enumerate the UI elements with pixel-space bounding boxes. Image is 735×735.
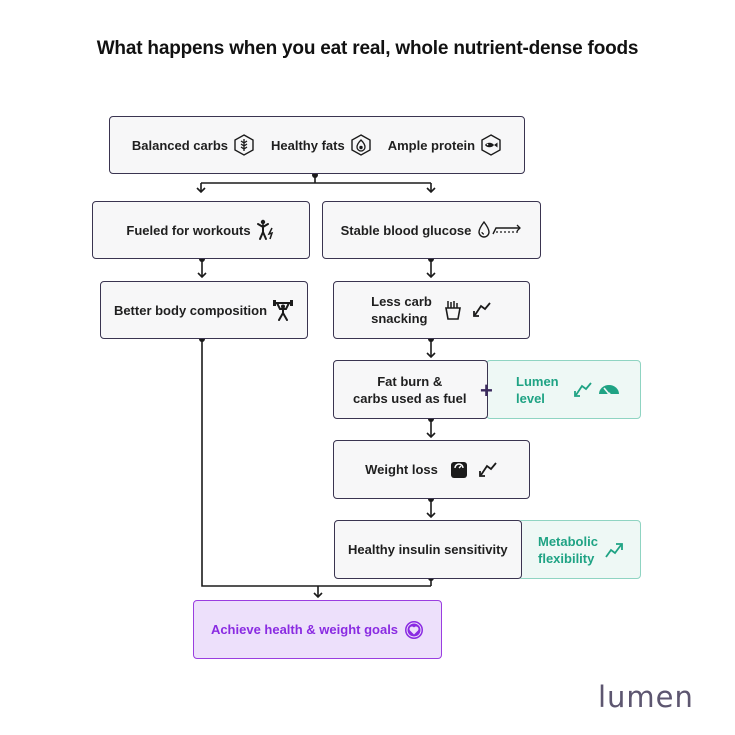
gauge-icon	[598, 383, 620, 397]
fueled-workouts-label: Fueled for workouts	[126, 222, 251, 238]
fish-icon	[480, 134, 502, 156]
fries-icon	[444, 300, 462, 320]
lumen-level-panel: Lumen level	[486, 360, 641, 419]
trend-up-icon	[604, 541, 624, 559]
page-title: What happens when you eat real, whole nu…	[96, 38, 639, 59]
trend-down-icon	[573, 381, 593, 399]
ample-protein-item: Ample protein	[388, 134, 502, 156]
lumen-level-line1: Lumen	[516, 373, 559, 389]
stable-glucose-box: Stable blood glucose	[322, 201, 541, 259]
weight-loss-box: Weight loss	[333, 440, 530, 499]
heart-badge-icon	[404, 620, 424, 640]
fueled-workouts-box: Fueled for workouts	[92, 201, 310, 259]
fat-burn-line1: Fat burn &	[377, 373, 443, 389]
balanced-carbs-label: Balanced carbs	[131, 137, 228, 153]
healthy-fats-item: Healthy fats	[271, 134, 372, 156]
fat-burn-line2: carbs used as fuel	[353, 390, 467, 406]
lumen-level-label: Lumen level	[516, 373, 559, 407]
lumen-level-line2: level	[516, 390, 545, 406]
scale-icon	[450, 461, 468, 479]
ample-protein-label: Ample protein	[387, 137, 476, 153]
food-sources-box: Balanced carbs Healthy fats Ample protei…	[109, 116, 525, 174]
fat-burn-label: Fat burn & carbs used as fuel	[353, 373, 466, 407]
insulin-sensitivity-box: Healthy insulin sensitivity	[334, 520, 522, 579]
metabolic-line1: Metabolic	[538, 533, 598, 549]
weight-loss-label: Weight loss	[365, 462, 438, 477]
plus-sign: +	[480, 378, 493, 403]
healthy-fats-label: Healthy fats	[271, 137, 345, 153]
less-carb-snacking-label: Less carb snacking	[371, 293, 432, 327]
insulin-sensitivity-label: Healthy insulin sensitivity	[348, 542, 508, 557]
body-composition-box: Better body composition	[100, 281, 308, 339]
wheat-icon	[233, 134, 255, 156]
metabolic-flexibility-label: Metabolic flexibility	[538, 533, 598, 567]
balanced-carbs-item: Balanced carbs	[132, 134, 255, 156]
avocado-icon	[350, 134, 372, 156]
metabolic-line2: flexibility	[538, 550, 595, 566]
trend-down-icon	[472, 301, 492, 319]
body-composition-label: Better body composition	[113, 302, 268, 318]
weightlifter-icon	[272, 299, 294, 321]
stable-glucose-label: Stable blood glucose	[340, 222, 472, 238]
snacking-line2: snacking	[371, 311, 428, 326]
trend-down-icon	[478, 461, 498, 479]
runner-bolt-icon	[256, 219, 276, 241]
metabolic-flexibility-panel: Metabolic flexibility	[518, 520, 641, 579]
goal-box: Achieve health & weight goals	[193, 600, 442, 659]
less-carb-snacking-box: Less carb snacking	[333, 281, 530, 339]
fat-burn-box: Fat burn & carbs used as fuel	[333, 360, 488, 419]
brand-logo: lumen	[598, 680, 694, 714]
snacking-line1: Less carb	[371, 294, 432, 309]
goal-label: Achieve health & weight goals	[210, 622, 399, 637]
glucose-stable-icon	[476, 220, 522, 240]
